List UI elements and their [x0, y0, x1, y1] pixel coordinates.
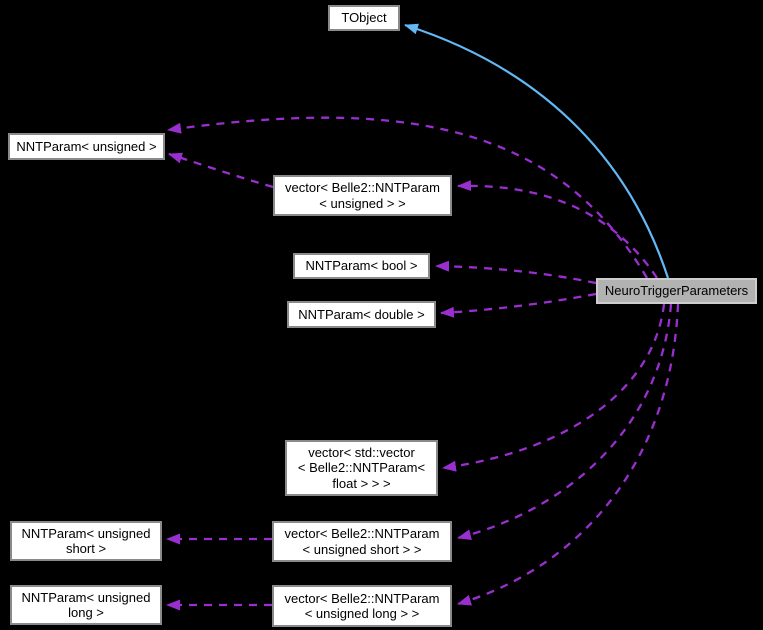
node-neurotriggerparameters: NeuroTriggerParameters: [596, 278, 757, 304]
edge-usage-vector-unsigned: [457, 180, 658, 279]
edge-usage-vector-ushort: [457, 303, 673, 541]
edge-inheritance-tobject: [404, 23, 670, 279]
node-nntparam-double[interactable]: NNTParam< double >: [287, 301, 436, 328]
edge-usage-nntparam-unsigned: [167, 116, 648, 279]
edge-usage-vector-float: [442, 303, 666, 472]
edge-usage-vecu-to-nntu: [168, 152, 274, 189]
node-nntparam-unsigned[interactable]: NNTParam< unsigned >: [8, 133, 165, 160]
edge-usage-nntparam-bool: [435, 260, 597, 285]
node-tobject[interactable]: TObject: [328, 5, 400, 31]
node-vector-ulong[interactable]: vector< Belle2::NNTParam < unsigned long…: [272, 585, 452, 627]
node-nntparam-ulong[interactable]: NNTParam< unsigned long >: [10, 585, 162, 625]
node-nntparam-bool[interactable]: NNTParam< bool >: [293, 253, 430, 279]
edge-usage-vector-ulong: [457, 303, 680, 606]
node-vector-ushort[interactable]: vector< Belle2::NNTParam < unsigned shor…: [272, 521, 452, 562]
node-vector-float[interactable]: vector< std::vector < Belle2::NNTParam< …: [285, 440, 438, 496]
edge-usage-nntparam-double: [440, 292, 597, 318]
node-vector-unsigned[interactable]: vector< Belle2::NNTParam < unsigned > >: [273, 175, 452, 216]
node-nntparam-ushort[interactable]: NNTParam< unsigned short >: [10, 521, 162, 561]
